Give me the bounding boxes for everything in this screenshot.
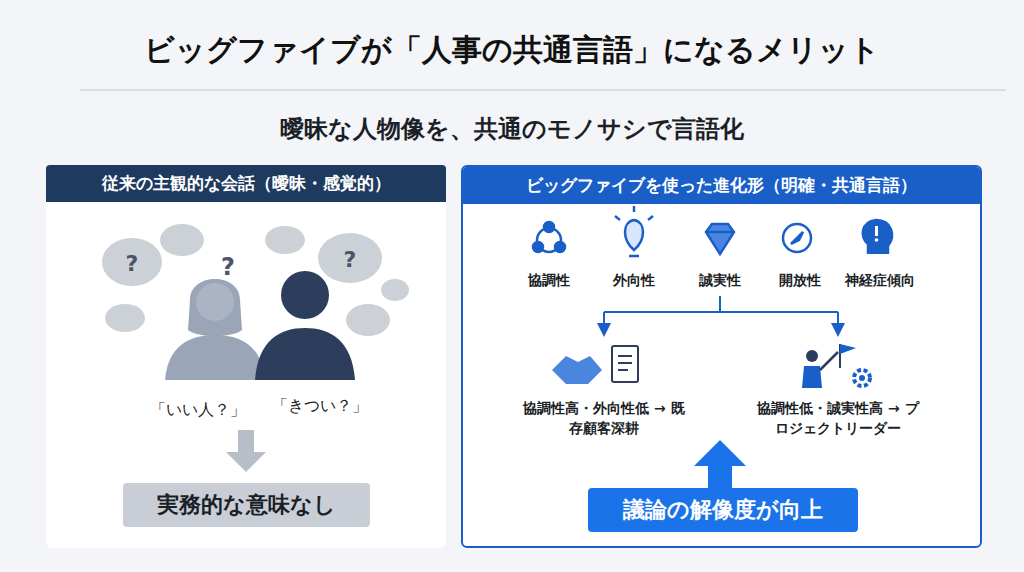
label-text: 協調性高・外向性低 → 既存顧客深耕: [523, 398, 685, 439]
question-mark: ?: [126, 248, 139, 280]
label-text: 協調性低・誠実性高 → プロジェクトリーダー: [757, 398, 919, 439]
label-text: 協調性: [528, 270, 570, 290]
label-text: 誠実性: [699, 270, 741, 290]
question-mark: ?: [344, 244, 357, 276]
question-mark: ?: [221, 250, 235, 285]
panel-header: ビッグファイブを使った進化形（明確・共通言語）: [463, 167, 980, 204]
panel: ビッグファイブを使った進化形（明確・共通言語） 議論の解像度が向上: [461, 165, 982, 548]
subtitle: 曖昧な人物像を、共通のモノサシで言語化: [280, 112, 744, 147]
label-text: 「きつい？」: [272, 394, 368, 417]
label-text: 外向性: [613, 270, 655, 290]
panel: 従来の主観的な会話（曖昧・感覚的） 実務的な意味なし: [46, 165, 446, 548]
result-box: 実務的な意味なし: [123, 483, 370, 527]
label-text: 神経症傾向: [845, 270, 915, 290]
label-text: 「いい人？」: [150, 398, 246, 421]
box-text: 議論の解像度が向上: [623, 495, 823, 525]
label-text: 開放性: [779, 270, 821, 290]
box-text: 実務的な意味なし: [157, 490, 336, 520]
page-title: ビッグファイブが「人事の共通言語」になるメリット: [0, 30, 1024, 71]
result-box: 議論の解像度が向上: [588, 488, 858, 532]
panel-header: 従来の主観的な会話（曖昧・感覚的）: [46, 165, 446, 202]
